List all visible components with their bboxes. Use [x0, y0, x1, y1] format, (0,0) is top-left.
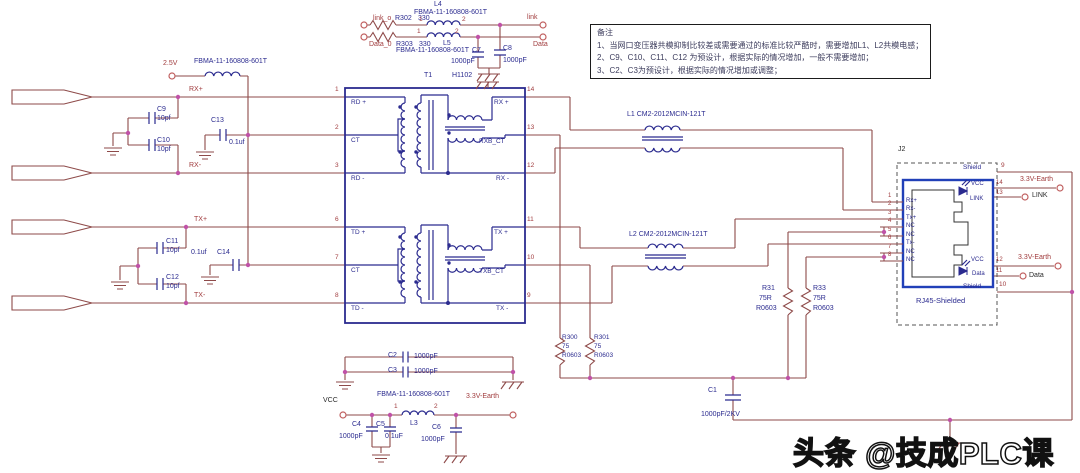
- polarity-dots: [398, 105, 451, 305]
- earth-icon: [475, 81, 499, 90]
- resistor-r302: [369, 19, 397, 31]
- notes-line: 3、C2、C3为预设计，根据实际的情况增加或调整；: [597, 65, 782, 75]
- resistor-r301: [584, 337, 596, 366]
- led-data-icon: [958, 259, 971, 276]
- junction-dots: [125, 22, 1075, 423]
- gnd-icon: [196, 151, 214, 160]
- inductors: [204, 20, 686, 416]
- wires: [92, 24, 1073, 454]
- port-rx-minus: [11, 165, 93, 181]
- earth-icon: [476, 73, 500, 82]
- port-tx-plus: [11, 219, 93, 235]
- notes-title: 备注: [597, 28, 613, 37]
- gnd-icon: [336, 381, 354, 390]
- led-link-icon: [958, 179, 971, 196]
- choke-l1: [642, 125, 683, 153]
- gnd-icon: [111, 281, 129, 290]
- ground-symbols: [104, 73, 961, 464]
- gnd-icon: [104, 147, 122, 156]
- inductor-l3: [401, 410, 435, 416]
- earth-icon: [500, 381, 524, 390]
- capacitors: [148, 49, 741, 433]
- gnd-icon: [372, 454, 390, 463]
- watermark-text: 头条 @技成PLC课堂: [792, 435, 1054, 472]
- resistor-r300: [554, 337, 566, 366]
- ferrite-2v5: [204, 71, 241, 77]
- terminal-circles: [168, 21, 1064, 419]
- resistor-r31: [782, 287, 794, 316]
- inductor-l4: [426, 20, 461, 26]
- resistors: [369, 19, 812, 366]
- resistor-r33: [800, 287, 812, 316]
- port-rx-plus: [11, 89, 93, 105]
- rj45-socket-profile: [911, 189, 969, 278]
- gnd-icon: [201, 276, 219, 285]
- earth-icon: [443, 455, 467, 464]
- inductor-l5: [426, 32, 461, 38]
- resistor-r303: [369, 31, 397, 43]
- earth-icon: [937, 442, 961, 451]
- port-tx-minus: [11, 295, 93, 311]
- rj45-connector-j2: [880, 162, 998, 326]
- choke-l2: [645, 243, 686, 271]
- notes-line: 2、C9、C10、C11、C12 为预设计，根据实际的情况增加，一般不需要增加；: [597, 53, 874, 62]
- input-port-arrows: [11, 89, 93, 311]
- notes-box: 备注 1、当网口变压器共模抑制比较差或需要通过的标准比较严酷时，需要增加L1、L…: [590, 24, 931, 79]
- transformer-t1: [344, 87, 526, 324]
- notes-line: 1、当网口变压器共模抑制比较差或需要通过的标准比较严酷时，需要增加L1、L2共模…: [597, 40, 924, 50]
